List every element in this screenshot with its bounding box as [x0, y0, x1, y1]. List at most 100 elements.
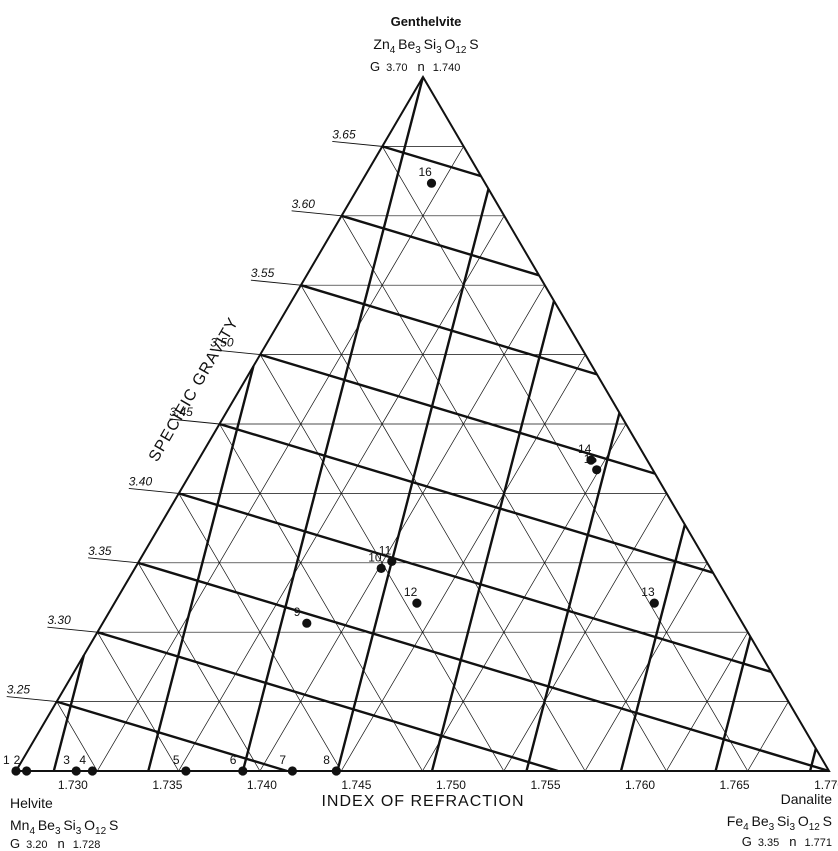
- sample-point-label: 3: [63, 753, 70, 767]
- refraction-tick-label: 1.740: [247, 778, 277, 792]
- sample-point-label: 13: [641, 585, 655, 599]
- specific-gravity-isoline: [178, 492, 772, 674]
- specific-gravity-isoline: [97, 631, 559, 773]
- sample-point-marker: [22, 766, 32, 776]
- refraction-tick-label: 1.765: [720, 778, 750, 792]
- sample-point-label: 10: [368, 550, 382, 564]
- specific-gravity-tick-label: 3.40: [129, 474, 153, 488]
- grid-line: [584, 562, 708, 772]
- specific-gravity-tick-label: 3.65: [332, 127, 356, 141]
- specific-gravity-isoline: [259, 353, 656, 475]
- refraction-isoline: [336, 188, 490, 772]
- danalite-formula: Fe4 Be3 Si3 O12 S: [727, 813, 832, 833]
- grid-line: [56, 701, 98, 772]
- danalite-name: Danalite: [781, 791, 833, 807]
- sample-point-marker: [302, 618, 312, 628]
- refraction-isolines: [52, 76, 818, 772]
- grid-line: [96, 146, 464, 772]
- sample-point-marker: [387, 556, 397, 567]
- specific-gravity-tick-labels: 3.25 3.30 3.35 3.40 3.45 3.50 3.55 3.60 3.65: [7, 127, 356, 696]
- sample-point-label: 14: [578, 442, 592, 456]
- tick-leader: [88, 557, 139, 564]
- refraction-axis-label: INDEX OF REFRACTION: [321, 793, 524, 810]
- specific-gravity-isoline: [137, 561, 830, 773]
- tick-leader: [250, 279, 301, 286]
- tick-leader: [291, 210, 342, 217]
- sample-point-marker: [592, 465, 602, 475]
- specific-gravity-isolines: [6, 140, 830, 773]
- grid-line: [219, 423, 423, 772]
- grid-line: [381, 146, 749, 772]
- refraction-isoline: [147, 365, 255, 772]
- triangle-outline: [14, 75, 831, 772]
- sample-point-label: 7: [279, 753, 286, 767]
- sample-point-marker: [412, 598, 422, 608]
- sample-point-marker: [649, 598, 659, 608]
- sample-point-marker: [71, 766, 81, 776]
- sample-point-label: 2: [14, 753, 21, 767]
- sample-point-marker: [331, 766, 341, 776]
- refraction-isoline: [430, 300, 556, 772]
- sample-point-label: 11: [379, 543, 392, 557]
- refraction-isoline: [52, 654, 85, 772]
- specific-gravity-isoline: [219, 422, 714, 574]
- sample-point-label: 12: [404, 585, 418, 599]
- sample-point-marker: [586, 455, 596, 465]
- specific-gravity-isoline: [56, 700, 288, 773]
- tick-leader: [210, 349, 261, 356]
- helvite-name: Helvite: [10, 795, 53, 811]
- tick-leader: [6, 696, 57, 703]
- specific-gravity-isoline: [300, 284, 598, 376]
- specific-gravity-tick-label: 3.35: [88, 544, 112, 558]
- sample-point-label: 16: [419, 165, 433, 179]
- genthelvite-formula: Zn4 Be3 Si3 O12 S: [373, 36, 478, 56]
- sample-point-marker: [238, 766, 248, 776]
- refraction-tick-label: 1.730: [58, 778, 88, 792]
- refraction-isoline: [714, 636, 752, 772]
- grid-line: [137, 562, 261, 772]
- refraction-isoline: [525, 412, 621, 772]
- tick-leader: [47, 626, 98, 633]
- sample-point-label: 15: [584, 452, 598, 466]
- specific-gravity-tick-label: 3.45: [170, 405, 194, 419]
- specific-gravity-tick-label: 3.50: [210, 336, 234, 350]
- sample-point-label: 6: [230, 753, 237, 767]
- specific-gravity-isoline: [381, 145, 482, 178]
- sample-point-label: 8: [323, 753, 330, 767]
- sample-point-label: 9: [294, 605, 301, 619]
- sample-point-label: 5: [173, 753, 180, 767]
- sample-point-marker: [11, 766, 21, 776]
- sample-point-marker: [287, 766, 297, 776]
- tick-leader: [128, 487, 179, 494]
- refraction-tick-label: 1.750: [436, 778, 466, 792]
- specific-gravity-axis-label: SPECIFIC GRAVITY: [146, 315, 242, 465]
- sample-point-marker: [87, 766, 97, 776]
- sample-point-marker: [426, 178, 437, 188]
- specific-gravity-tick-label: 3.55: [251, 266, 275, 280]
- specific-gravity-tick-label: 3.60: [292, 197, 316, 211]
- refraction-isoline: [241, 76, 425, 772]
- sample-point-marker: [181, 766, 191, 776]
- refraction-tick-label: 1.760: [625, 778, 655, 792]
- refraction-tick-label: 1.755: [530, 778, 560, 792]
- specific-gravity-tick-label: 3.25: [7, 683, 31, 697]
- grid-line: [259, 285, 546, 772]
- specific-gravity-isoline: [341, 214, 540, 277]
- sample-point-marker: [376, 563, 386, 574]
- grid-line: [747, 701, 789, 772]
- sample-point-label: 4: [79, 753, 86, 767]
- sample-point-label: 1: [3, 753, 10, 767]
- refraction-isoline: [808, 748, 818, 772]
- refraction-isoline: [619, 524, 687, 772]
- helvite-formula: Mn4 Be3 Si3 O12 S: [10, 817, 118, 837]
- specific-gravity-tick-label: 3.30: [47, 613, 71, 627]
- genthelvite-name: Genthelvite: [391, 14, 462, 29]
- refraction-tick-label: 1.745: [341, 778, 371, 792]
- tick-leader: [332, 140, 383, 147]
